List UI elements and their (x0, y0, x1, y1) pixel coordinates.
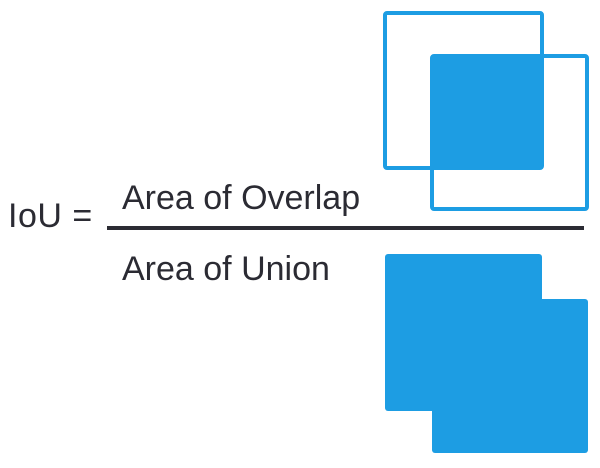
bounding-box-a-outline (383, 11, 544, 170)
intersection-fill-overlay (434, 58, 540, 166)
formula-left-hand-side: IoU = (8, 197, 93, 235)
union-diagram-svg (385, 254, 588, 453)
union-diagram (375, 244, 598, 463)
fraction-numerator-label: Area of Overlap (122, 179, 361, 217)
fraction-denominator-label: Area of Union (122, 250, 330, 288)
union-box-b-fill (432, 299, 588, 453)
overlap-diagram-svg (383, 11, 589, 211)
overlap-diagram (375, 3, 597, 219)
bounding-box-b-outline (430, 54, 589, 211)
fraction-bar (107, 226, 584, 230)
